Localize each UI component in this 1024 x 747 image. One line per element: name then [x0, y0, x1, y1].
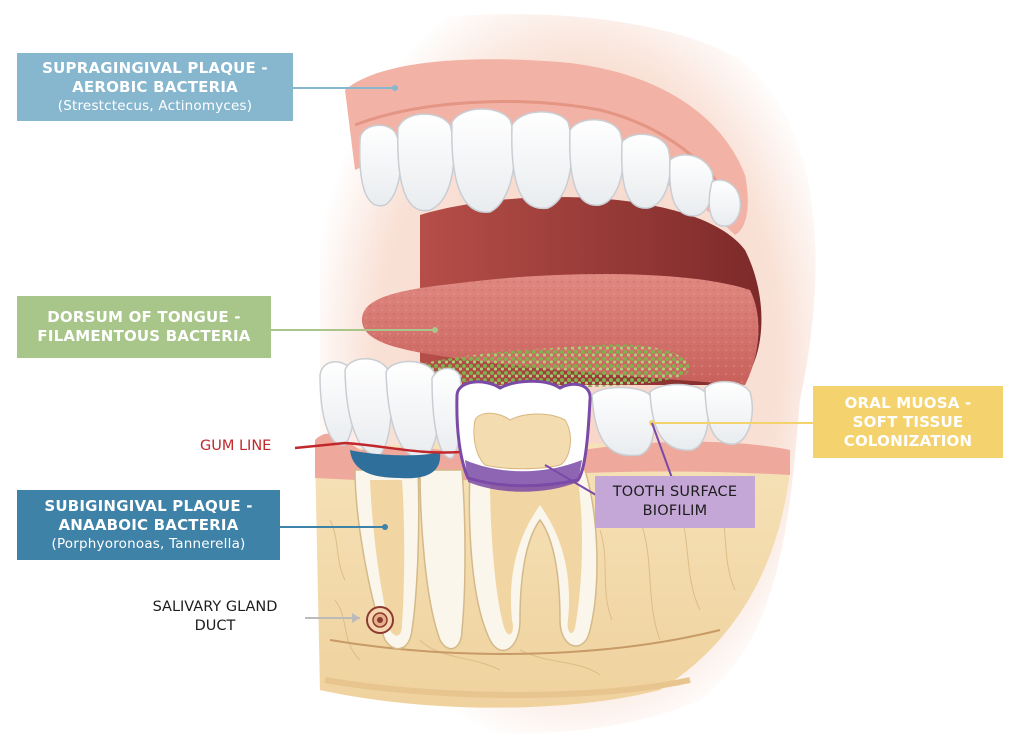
mucosa-title-2: SOFT TISSUE [852, 412, 964, 431]
highlighted-molar [455, 379, 598, 652]
salivary-duct-marker [366, 606, 394, 634]
biofilm-title-1: TOOTH SURFACE [612, 484, 738, 500]
supragingival-examples: (Strestctecus, Actinomyces) [57, 98, 253, 114]
subgingival-examples: (Porphyoronoas, Tannerella) [51, 536, 246, 552]
subgingival-title-2: ANAABOIC BACTERIA [58, 516, 239, 534]
supragingival-plaque-label: SUPRAGINGIVAL PLAQUE - AEROBIC BACTERIA … [17, 53, 293, 121]
tongue-title-2: FILAMENTOUS BACTERIA [37, 327, 251, 345]
mucosa-title-3: COLONIZATION [843, 431, 973, 450]
subgingival-plaque [350, 450, 441, 479]
mucosa-title-1: ORAL MUOSA - [844, 393, 972, 412]
upper-teeth [359, 108, 742, 227]
jaw-base-line [329, 629, 721, 655]
leader-biofilm-1 [544, 464, 597, 496]
salivary-gland-duct-label: SALIVARY GLAND DUCT [140, 598, 290, 636]
subgingival-plaque-label: SUBIGINGIVAL PLAQUE - ANAABOIC BACTERIA … [17, 490, 280, 560]
leader-lines [271, 85, 813, 623]
supragingival-title-1: SUPRAGINGIVAL PLAQUE - [42, 59, 268, 77]
biofilm-band [465, 460, 582, 492]
biofilm-title-2: BIOFILIM [642, 503, 708, 519]
tongue-bacteria-patch [385, 344, 690, 389]
leader-biofilm-2 [651, 422, 673, 479]
tooth-surface-biofilm-label: TOOTH SURFACE BIOFILIM [595, 476, 755, 528]
tongue-dorsum-label: DORSUM OF TONGUE - FILAMENTOUS BACTERIA [17, 296, 271, 358]
salivary-line-2: DUCT [194, 618, 236, 634]
tongue-title-1: DORSUM OF TONGUE - [47, 308, 241, 326]
salivary-line-1: SALIVARY GLAND [152, 599, 278, 615]
oral-mucosa-label: ORAL MUOSA - SOFT TISSUE COLONIZATION [813, 386, 1003, 458]
gum-line-label: GUM LINE [200, 438, 272, 454]
lower-back-teeth [591, 380, 754, 457]
jaw-bottom [324, 677, 691, 698]
lower-front-teeth [319, 358, 463, 459]
subgingival-title-1: SUBIGINGIVAL PLAQUE - [44, 497, 253, 515]
supragingival-title-2: AEROBIC BACTERIA [72, 78, 238, 96]
incisor-roots [354, 469, 466, 650]
gum-line-marker [294, 441, 461, 454]
